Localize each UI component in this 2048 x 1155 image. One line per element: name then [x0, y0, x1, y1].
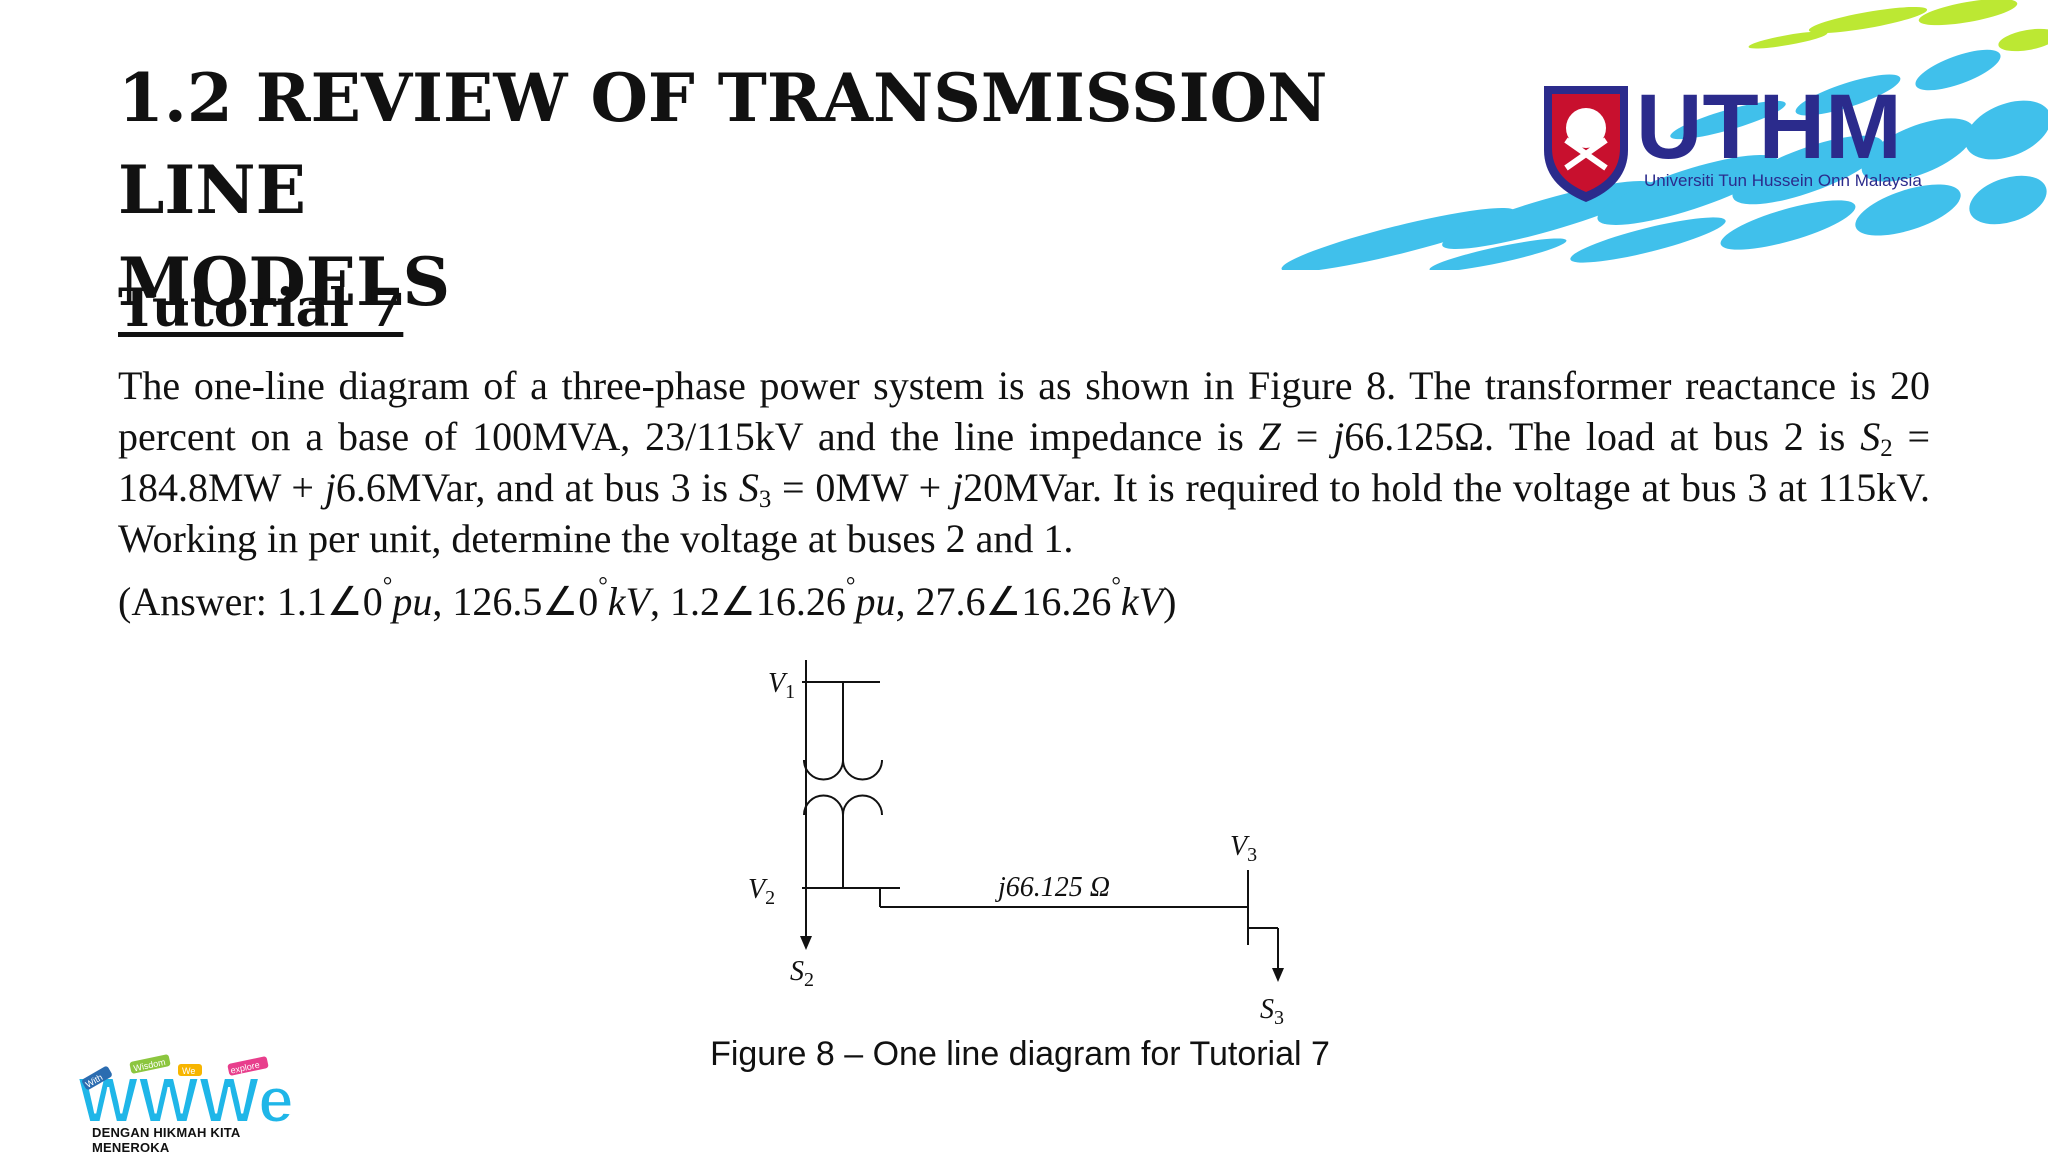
uthm-logo: UTHM Universiti Tun Hussein Onn Malaysia [1540, 76, 1960, 210]
figure-caption: Figure 8 – One line diagram for Tutorial… [710, 1035, 1330, 1073]
label-s3: S3 [1260, 994, 1284, 1029]
badge-word-we: We [182, 1066, 195, 1076]
answer-line: (Answer: 1.1∠0°pu, 126.5∠0°kV, 1.2∠16.26… [118, 573, 1177, 624]
load-s2-arrow [800, 936, 812, 950]
decorative-swoosh [1281, 0, 2048, 270]
footer-motto: DENGAN HIKMAH KITA MENEROKA [92, 1125, 241, 1155]
logo-text: UTHM [1636, 80, 1902, 178]
wwwe-badge: WWWe With Wisdom We explore [77, 1050, 298, 1150]
load-s3-arrow [1272, 968, 1284, 982]
line-impedance-label: j66.125 Ω [995, 872, 1110, 903]
label-v1: V1 [768, 668, 795, 703]
title-line-2: MODELS [118, 243, 451, 321]
problem-statement: The one-line diagram of a three-phase po… [118, 363, 1931, 561]
tutorial-heading: Tutorial 7 [118, 278, 404, 339]
title-line-1: 1.2 REVIEW OF TRANSMISSION LINE [118, 59, 1328, 229]
logo-subtext: Universiti Tun Hussein Onn Malaysia [1644, 171, 1922, 190]
transformer-primary [803, 759, 883, 781]
label-v3: V3 [1230, 831, 1257, 866]
label-s2: S2 [790, 956, 814, 991]
page-title: 1.2 REVIEW OF TRANSMISSION LINE MODELS [118, 52, 1448, 328]
label-v2: V2 [748, 874, 775, 909]
transformer-secondary [803, 794, 883, 816]
one-line-diagram: V1 V2 V3 S2 S3 j66.125 Ω [748, 660, 1284, 1029]
